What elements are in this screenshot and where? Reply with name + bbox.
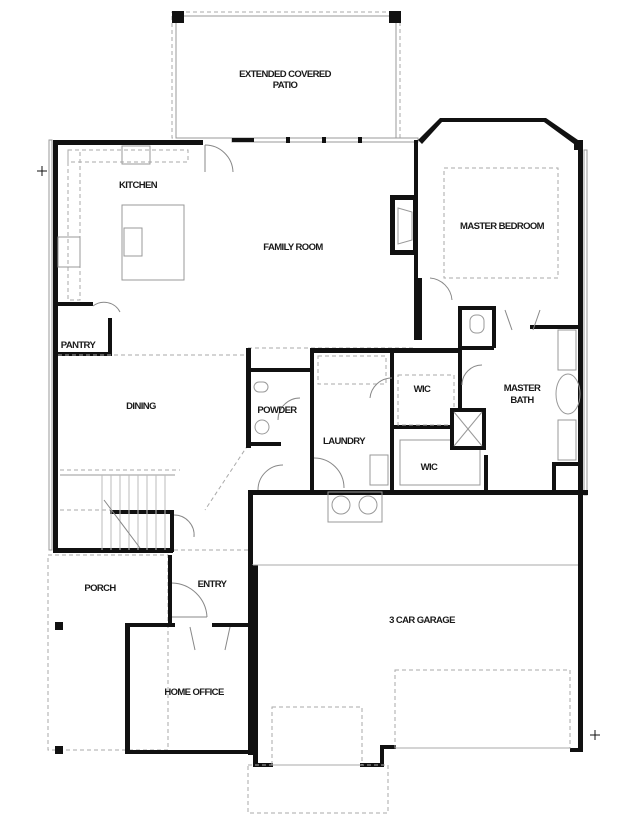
label-family-room: FAMILY ROOM: [263, 242, 323, 253]
label-home-office: HOME OFFICE: [164, 687, 224, 698]
staircase: [60, 474, 195, 550]
label-kitchen: KITCHEN: [119, 180, 158, 191]
center-walls: [246, 348, 588, 495]
kitchen-fixtures: [57, 144, 234, 301]
front-walls: [47, 554, 255, 755]
label-powder: POWDER: [257, 405, 297, 416]
garage-walls: [247, 490, 583, 814]
master-bath-fixtures: [450, 306, 581, 492]
fireplace: [390, 195, 416, 255]
label-master-bath-2: BATH: [510, 395, 534, 406]
label-wic-2: WIC: [421, 462, 438, 473]
label-laundry: LAUNDRY: [323, 436, 366, 447]
reference-markers: [37, 166, 600, 740]
label-garage: 3 CAR GARAGE: [389, 615, 455, 626]
label-patio: EXTENDED COVERED: [239, 69, 331, 80]
pantry-walls: [58, 301, 121, 356]
label-entry: ENTRY: [198, 579, 228, 590]
label-pantry: PANTRY: [61, 340, 97, 351]
label-dining: DINING: [126, 401, 156, 412]
closets: [394, 348, 488, 495]
label-master-bedroom: MASTER BEDROOM: [460, 221, 545, 232]
label-master-bath: MASTER: [504, 383, 541, 394]
label-porch: PORCH: [84, 583, 116, 594]
label-wic-1: WIC: [414, 384, 431, 395]
label-patio-2: PATIO: [273, 80, 298, 91]
tray-ceiling: [443, 167, 559, 279]
